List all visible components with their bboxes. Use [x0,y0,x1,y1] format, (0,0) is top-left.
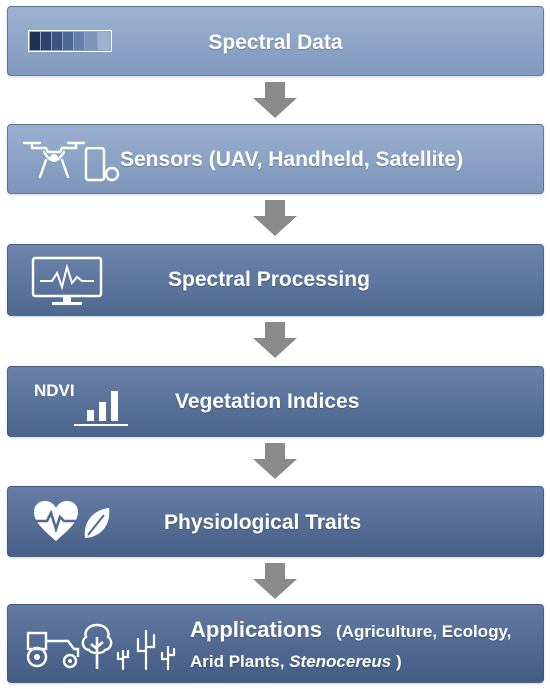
step-label: Vegetation Indices [175,390,360,413]
applications-close-paren: ) [395,652,402,671]
down-arrow-icon [253,322,297,358]
monitor-waveform-icon [31,256,103,305]
down-arrow-icon [253,82,297,118]
step-applications: Applications (Agriculture, Ecology, Arid… [7,604,544,683]
step-label: Spectral Processing [168,268,370,291]
bar-chart-icon [74,391,128,426]
applications-item-stenocereus: Stenocereus [289,652,392,671]
step-label: Sensors (UAV, Handheld, Satellite) [120,148,464,171]
cactus-icon [116,629,176,671]
down-arrow-icon [253,563,297,599]
step-vegetation-indices: NDVI Vegetation Indices [7,366,544,437]
step-sensors: Sensors (UAV, Handheld, Satellite) [7,124,544,194]
ndvi-icon-text: NDVI [34,381,75,400]
leaf-icon [84,508,110,538]
applications-list-line1: (Agriculture, Ecology, [336,622,512,641]
step-label: Spectral Data [208,31,343,54]
step-label: Physiological Traits [164,511,362,534]
step-spectral-data: Spectral Data [7,6,544,76]
tree-icon [81,623,113,669]
applications-list-line2: Arid Plants, Stenocereus ) [190,652,402,672]
handheld-device-icon [84,147,120,182]
tractor-icon [26,631,80,669]
down-arrow-icon [253,443,297,479]
spectral-bands-icon [28,30,112,52]
applications-item-arid-plants: Arid Plants, [190,652,290,671]
step-spectral-processing: Spectral Processing [7,244,544,316]
step-physiological-traits: Physiological Traits [7,486,544,557]
down-arrow-icon [253,200,297,236]
heart-pulse-icon [34,501,78,541]
step-label: Applications [190,617,323,642]
drone-icon [22,141,86,179]
